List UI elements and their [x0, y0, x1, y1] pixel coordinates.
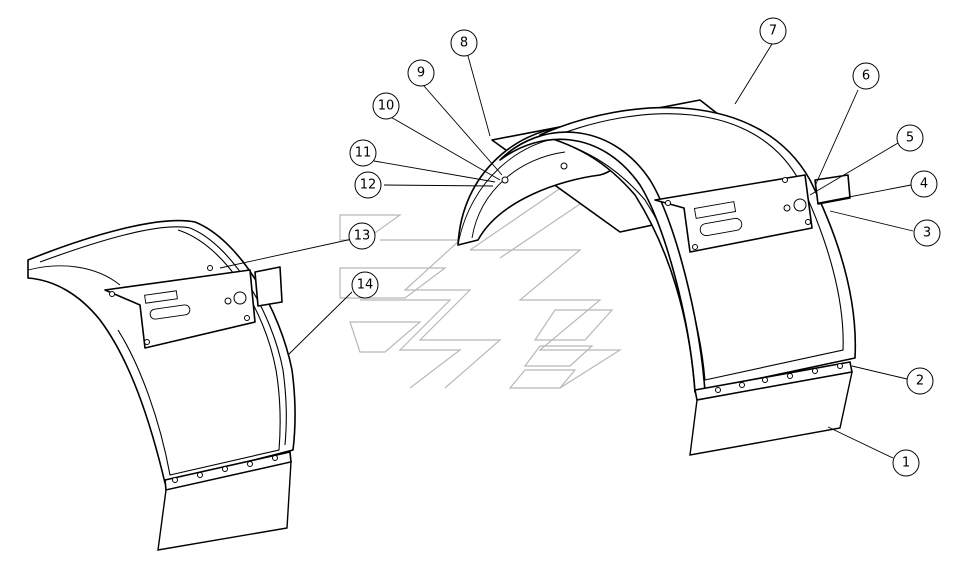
callout-3: 3 [913, 219, 941, 247]
callout-9-label: 9 [417, 66, 425, 81]
callout-14-label: 14 [357, 278, 374, 293]
callout-13: 13 [348, 222, 376, 250]
callout-11-label: 11 [355, 146, 372, 161]
mud-flap [689, 371, 853, 456]
callout-8-label: 8 [460, 36, 468, 51]
fender-inner-panel [548, 113, 844, 381]
callout-13-label: 13 [354, 229, 371, 244]
callout-5: 5 [896, 124, 924, 152]
callout-6-label: 6 [862, 69, 870, 84]
callout-11: 11 [349, 139, 377, 167]
support-tube [814, 174, 851, 205]
callout-14: 14 [351, 271, 379, 299]
rear-rail-bolts [172, 455, 278, 483]
rail-bolts [715, 363, 843, 393]
mounting-bracket [654, 174, 813, 253]
callout-7-label: 7 [769, 24, 777, 39]
callout-1: 1 [892, 449, 920, 477]
rear-mud-flap [157, 461, 292, 551]
callout-10: 10 [372, 92, 400, 120]
callout-12: 12 [354, 171, 382, 199]
callout-3-label: 3 [923, 226, 931, 241]
main-fender [457, 99, 857, 456]
callout-2: 2 [906, 367, 934, 395]
callout-7: 7 [759, 17, 787, 45]
callout-8: 8 [450, 29, 478, 57]
callout-4-label: 4 [920, 177, 928, 192]
callout-1-label: 1 [902, 456, 910, 471]
callout-12-label: 12 [360, 178, 377, 193]
callout-9: 9 [407, 59, 435, 87]
callout-4: 4 [910, 170, 938, 198]
leader-lines [219, 43, 914, 459]
callout-2-label: 2 [916, 374, 924, 389]
rear-fender [27, 219, 296, 551]
callout-10-label: 10 [378, 99, 395, 114]
callout-5-label: 5 [906, 131, 914, 146]
callout-6: 6 [852, 62, 880, 90]
rear-mounting-bracket [104, 269, 256, 349]
rear-support-tube [254, 266, 283, 307]
